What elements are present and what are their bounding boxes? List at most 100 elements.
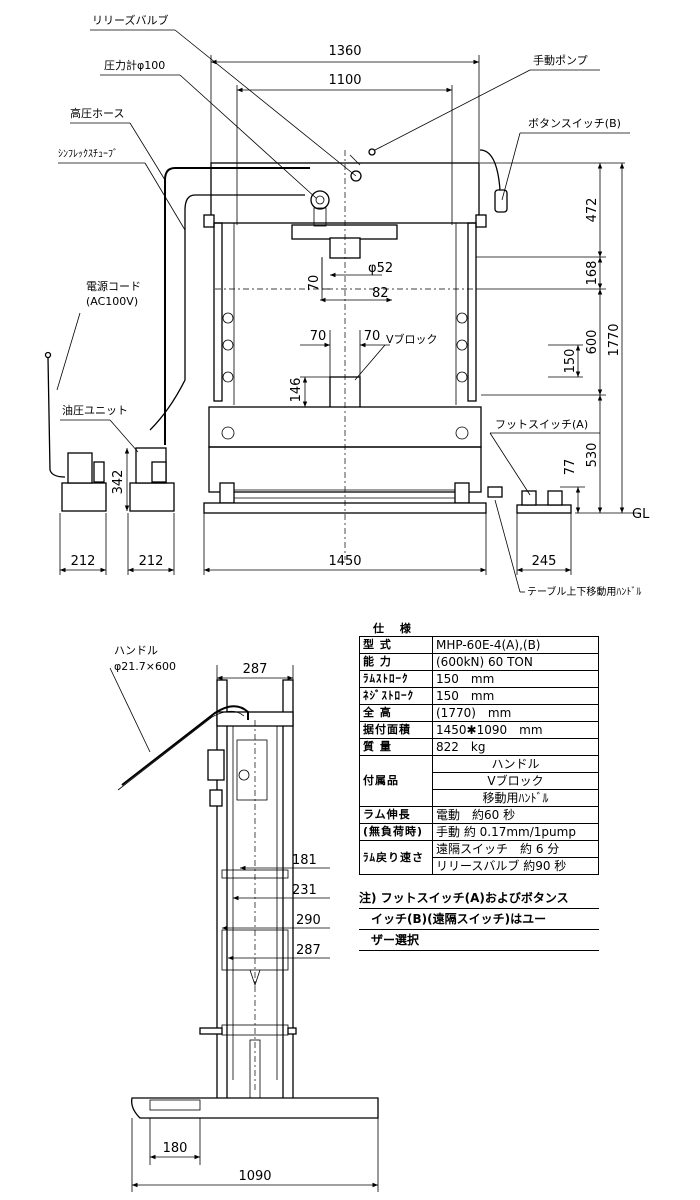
dim-231: 231 bbox=[292, 883, 317, 898]
dim-1360: 1360 bbox=[328, 44, 361, 59]
dim-70-left: 70 bbox=[310, 329, 327, 344]
synflex-tube bbox=[149, 194, 305, 431]
dim-1100: 1100 bbox=[328, 73, 361, 88]
foot-switch bbox=[516, 490, 572, 514]
spec-key: 全 高 bbox=[359, 704, 433, 722]
label-hydraulic-unit: 油圧ユニット bbox=[62, 403, 128, 417]
dim-1090: 1090 bbox=[238, 1169, 271, 1184]
note-line: 注) フットスイッチ(A)およびボタンス bbox=[359, 888, 599, 909]
spec-row: 付属品ハンドル bbox=[359, 755, 599, 807]
label-button-switch: ボタンスイッチ(B) bbox=[528, 117, 621, 130]
label-synflex-tube: ｼﾝﾌﾚｯｸｽﾁｭｰﾌﾞ bbox=[58, 148, 118, 160]
dim-1450: 1450 bbox=[328, 554, 361, 569]
note-line: イッチ(B)(遠隔スイッチ)はユー bbox=[359, 909, 599, 930]
dim-146: 146 bbox=[289, 378, 304, 403]
spec-key: 付属品 bbox=[359, 755, 433, 807]
dim-472: 472 bbox=[585, 198, 600, 223]
spec-value: 150 mm bbox=[432, 687, 599, 705]
handle-bar bbox=[121, 705, 249, 786]
dim-287-low: 287 bbox=[296, 943, 321, 958]
note-line: ザー選択 bbox=[359, 930, 599, 951]
dim-70-right: 70 bbox=[364, 329, 381, 344]
spec-row: ﾗﾑ戻り速さ遠隔スイッチ 約 6 分 bbox=[359, 840, 599, 875]
spec-value: リリースバルブ 約90 秒 bbox=[432, 857, 599, 875]
dim-530: 530 bbox=[585, 443, 600, 468]
spec-key: ﾗﾑ戻り速さ bbox=[359, 840, 433, 875]
spec-value: Vブロック bbox=[432, 772, 599, 790]
spec-value: (600kN) 60 TON bbox=[432, 653, 599, 671]
spec-key: 据付面積 bbox=[359, 721, 433, 739]
hand-pump bbox=[368, 148, 376, 156]
dim-70-ram: 70 bbox=[307, 275, 322, 292]
spec-row: 全 高(1770) mm bbox=[359, 704, 599, 722]
spec-key: 質 量 bbox=[359, 738, 433, 756]
front-view: リリーズバルブ 圧力計φ100 手動ポンプ ボタンスイッチ(B) 高圧ホース ｼ… bbox=[44, 13, 650, 598]
side-base bbox=[131, 1097, 379, 1119]
dim-150: 150 bbox=[563, 349, 578, 374]
note: 注) フットスイッチ(A)およびボタンス イッチ(B)(遠隔スイッチ)はユー ザ… bbox=[359, 888, 599, 951]
hydraulic-unit-right bbox=[129, 447, 175, 512]
label-foot-switch: フットスイッチ(A) bbox=[495, 418, 588, 431]
frame-bolt bbox=[203, 214, 215, 228]
side-cylinder bbox=[236, 739, 268, 801]
right-column bbox=[467, 222, 477, 402]
dim-342: 342 bbox=[111, 470, 126, 495]
spec-value: 1450✱1090 mm bbox=[432, 721, 599, 739]
label-high-pressure-hose: 高圧ホース bbox=[70, 106, 124, 120]
spec-row: リリースバルブ 約90 秒 bbox=[360, 857, 599, 875]
spec-value: 電動 約60 秒 bbox=[432, 806, 599, 824]
dim-212-right: 212 bbox=[139, 554, 164, 569]
label-power-cord-spec: (AC100V) bbox=[86, 295, 138, 308]
dim-290: 290 bbox=[296, 913, 321, 928]
dim-600: 600 bbox=[585, 330, 600, 355]
dim-77: 77 bbox=[563, 459, 578, 476]
side-frame-left bbox=[216, 679, 228, 1101]
dim-287-top: 287 bbox=[243, 662, 268, 677]
dim-1770: 1770 bbox=[607, 323, 622, 356]
spec-value: 150 mm bbox=[432, 670, 599, 688]
label-handle: ハンドル bbox=[114, 644, 158, 657]
spec-value: 822 kg bbox=[432, 738, 599, 756]
dim-212-left: 212 bbox=[71, 554, 96, 569]
spec-key: ﾗﾑｽﾄﾛｰｸ bbox=[359, 670, 433, 688]
cylinder-flange bbox=[291, 224, 398, 240]
spec-value: 遠隔スイッチ 約 6 分 bbox=[432, 840, 599, 858]
release-valve bbox=[350, 170, 362, 182]
spec-key: ﾈｼﾞｽﾄﾛｰｸ bbox=[359, 687, 433, 705]
label-handle-spec: φ21.7×600 bbox=[114, 660, 176, 673]
left-column bbox=[213, 222, 223, 402]
dim-82: 82 bbox=[372, 286, 389, 301]
pressure-gauge bbox=[310, 190, 330, 210]
spec-key: 能 力 bbox=[359, 653, 433, 671]
spec-key: ラム伸長 bbox=[359, 806, 433, 824]
spec-value: MHP-60E-4(A),(B) bbox=[432, 636, 599, 654]
spec-row: 能 力(600kN) 60 TON bbox=[359, 653, 599, 671]
label-release-valve: リリーズバルブ bbox=[92, 13, 168, 27]
label-gl: GL bbox=[632, 507, 650, 522]
button-switch bbox=[494, 189, 508, 213]
spec-value: 移動用ﾊﾝﾄﾞﾙ bbox=[432, 789, 599, 807]
column-holes bbox=[222, 312, 468, 383]
side-view: ハンドル φ21.7×600 287 181 231 290 287 180 1… bbox=[109, 644, 379, 1192]
label-hand-pump: 手動ポンプ bbox=[533, 53, 588, 67]
spec-key: 型 式 bbox=[359, 636, 433, 654]
spec-key: (無負荷時) bbox=[359, 823, 433, 841]
label-power-cord: 電源コード bbox=[86, 279, 141, 293]
spec-row: Vブロック bbox=[360, 772, 599, 790]
dim-181: 181 bbox=[292, 853, 317, 868]
spec-row: (無負荷時)手動 約 0.17mm/1pump bbox=[359, 823, 599, 841]
dim-168: 168 bbox=[585, 261, 600, 286]
spec-title: 仕 様 bbox=[373, 622, 417, 635]
spec-value: 手動 約 0.17mm/1pump bbox=[432, 823, 599, 841]
spec-value: ハンドル bbox=[432, 755, 599, 773]
dim-phi52: φ52 bbox=[368, 261, 393, 276]
label-v-block: Vブロック bbox=[386, 332, 438, 346]
dim-245: 245 bbox=[532, 554, 557, 569]
